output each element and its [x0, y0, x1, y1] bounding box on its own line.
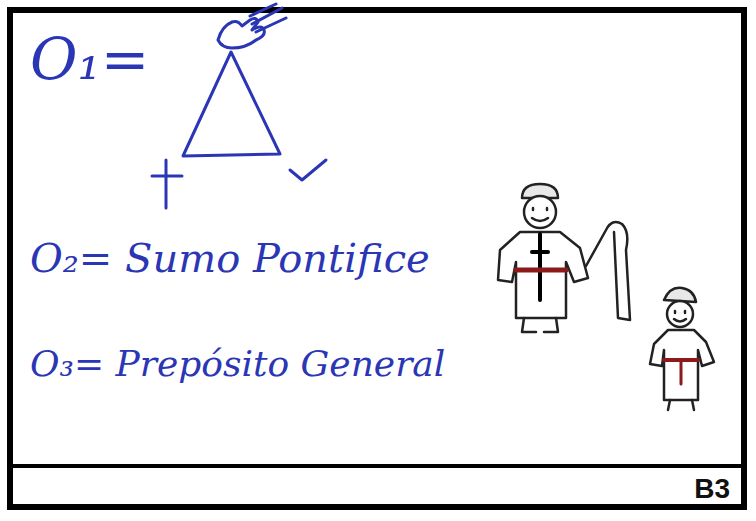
page-tag: B3	[694, 474, 730, 505]
monk-figure	[650, 288, 714, 410]
pope-figure	[498, 184, 630, 332]
fire-rays	[250, 4, 286, 32]
equation-label: O₁=	[30, 28, 149, 92]
frame	[10, 10, 744, 507]
equation-label: O₃= Prepósito General	[30, 344, 445, 384]
equation-label: O₂= Sumo Pontifice	[30, 236, 430, 280]
hand-symbol	[218, 18, 264, 48]
check-mark	[290, 160, 326, 180]
frame-divider	[10, 464, 744, 468]
cross-symbol	[152, 160, 182, 208]
triangle-symbol	[183, 52, 280, 156]
